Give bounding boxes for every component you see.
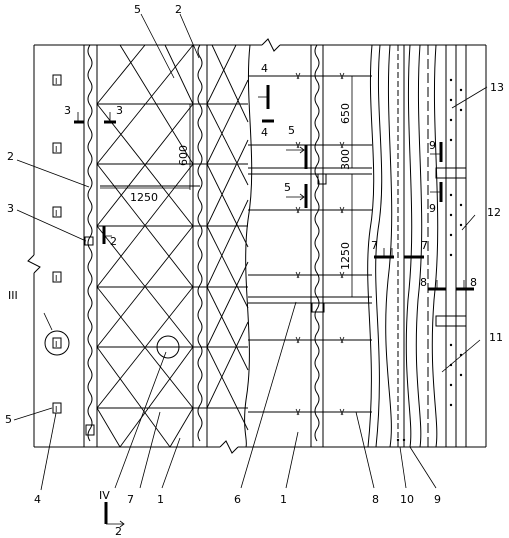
section-2-mid: 2 <box>110 235 117 248</box>
callout-5-left: 5 <box>5 413 12 426</box>
section-7-left: 7 <box>371 239 378 252</box>
dim-600: 600 <box>177 145 190 166</box>
callout-3: 3 <box>7 202 14 215</box>
section-5-lower: 5 <box>284 181 291 194</box>
section-arrows <box>77 96 465 528</box>
callout-9: 9 <box>434 493 441 506</box>
section-4-bottom: 4 <box>261 126 268 139</box>
break-edge-line <box>367 44 375 448</box>
callout-III: III <box>8 289 18 302</box>
leader-lines <box>13 13 488 491</box>
column-wavy-line <box>87 44 93 442</box>
callout-IV: IV <box>99 489 110 502</box>
section-2-bottom: 2 <box>115 525 122 538</box>
dim-300: 300 <box>339 149 352 170</box>
section-8-left: 8 <box>420 276 427 289</box>
plank-dots <box>396 78 463 442</box>
section-7-right: 7 <box>421 239 428 252</box>
window-frames <box>44 74 180 436</box>
break-edge-line <box>244 44 253 448</box>
callout-10: 10 <box>400 493 414 506</box>
callout-labels: 5 2 2 3 III 5 4 IV 7 1 6 1 8 10 9 11 12 … <box>5 3 504 506</box>
dimension-labels: 1250 600 650 300 1250 <box>130 103 352 270</box>
window-mark-6: I <box>55 405 57 414</box>
callout-1-right: 1 <box>280 493 287 506</box>
wall-layers <box>385 44 467 448</box>
break-mark-bottom <box>219 440 239 454</box>
window-mark-2: I <box>55 145 57 154</box>
callout-12: 12 <box>487 206 501 219</box>
section-9-upper: 9 <box>429 139 436 152</box>
window-labels: I I I I I I <box>55 77 57 414</box>
dim-1250-horizontal: 1250 <box>130 191 158 204</box>
callout-1-left: 1 <box>157 493 164 506</box>
callout-11: 11 <box>489 331 503 344</box>
dimension-lines <box>100 76 353 297</box>
anchor-ticks <box>295 72 345 416</box>
window-mark-4: I <box>55 274 57 283</box>
callout-2-left: 2 <box>7 150 14 163</box>
section-5-upper: 5 <box>288 124 295 137</box>
window-mark-1: I <box>55 77 57 86</box>
section-9-lower: 9 <box>429 202 436 215</box>
window-mark-5: I <box>55 340 57 349</box>
window-mark-3: I <box>55 209 57 218</box>
section-4-top: 4 <box>261 62 268 75</box>
horizontal-beams <box>248 167 372 313</box>
section-3-left: 3 <box>64 104 71 117</box>
callout-8: 8 <box>372 493 379 506</box>
section-numbers: 2 2 3 3 4 4 5 5 7 7 8 8 9 9 <box>64 62 477 538</box>
column-wavy-line <box>197 44 203 442</box>
callout-7: 7 <box>127 493 134 506</box>
callout-2-top: 2 <box>175 3 182 16</box>
break-edge-line <box>375 44 383 448</box>
lattice-diagonals <box>96 44 249 448</box>
dim-1250-vertical: 1250 <box>339 242 352 270</box>
dim-650: 650 <box>339 103 352 124</box>
column-wavy-line <box>314 44 320 442</box>
lattice-horizontals <box>97 103 248 409</box>
callout-5-top: 5 <box>134 3 141 16</box>
section-8-right: 8 <box>470 276 477 289</box>
anchor-rows <box>248 75 372 413</box>
callout-13: 13 <box>490 81 504 94</box>
callout-4: 4 <box>34 493 41 506</box>
break-mark-left <box>27 254 41 274</box>
break-mark-top <box>261 38 281 52</box>
section-3-right: 3 <box>116 104 123 117</box>
callout-6: 6 <box>234 493 241 506</box>
